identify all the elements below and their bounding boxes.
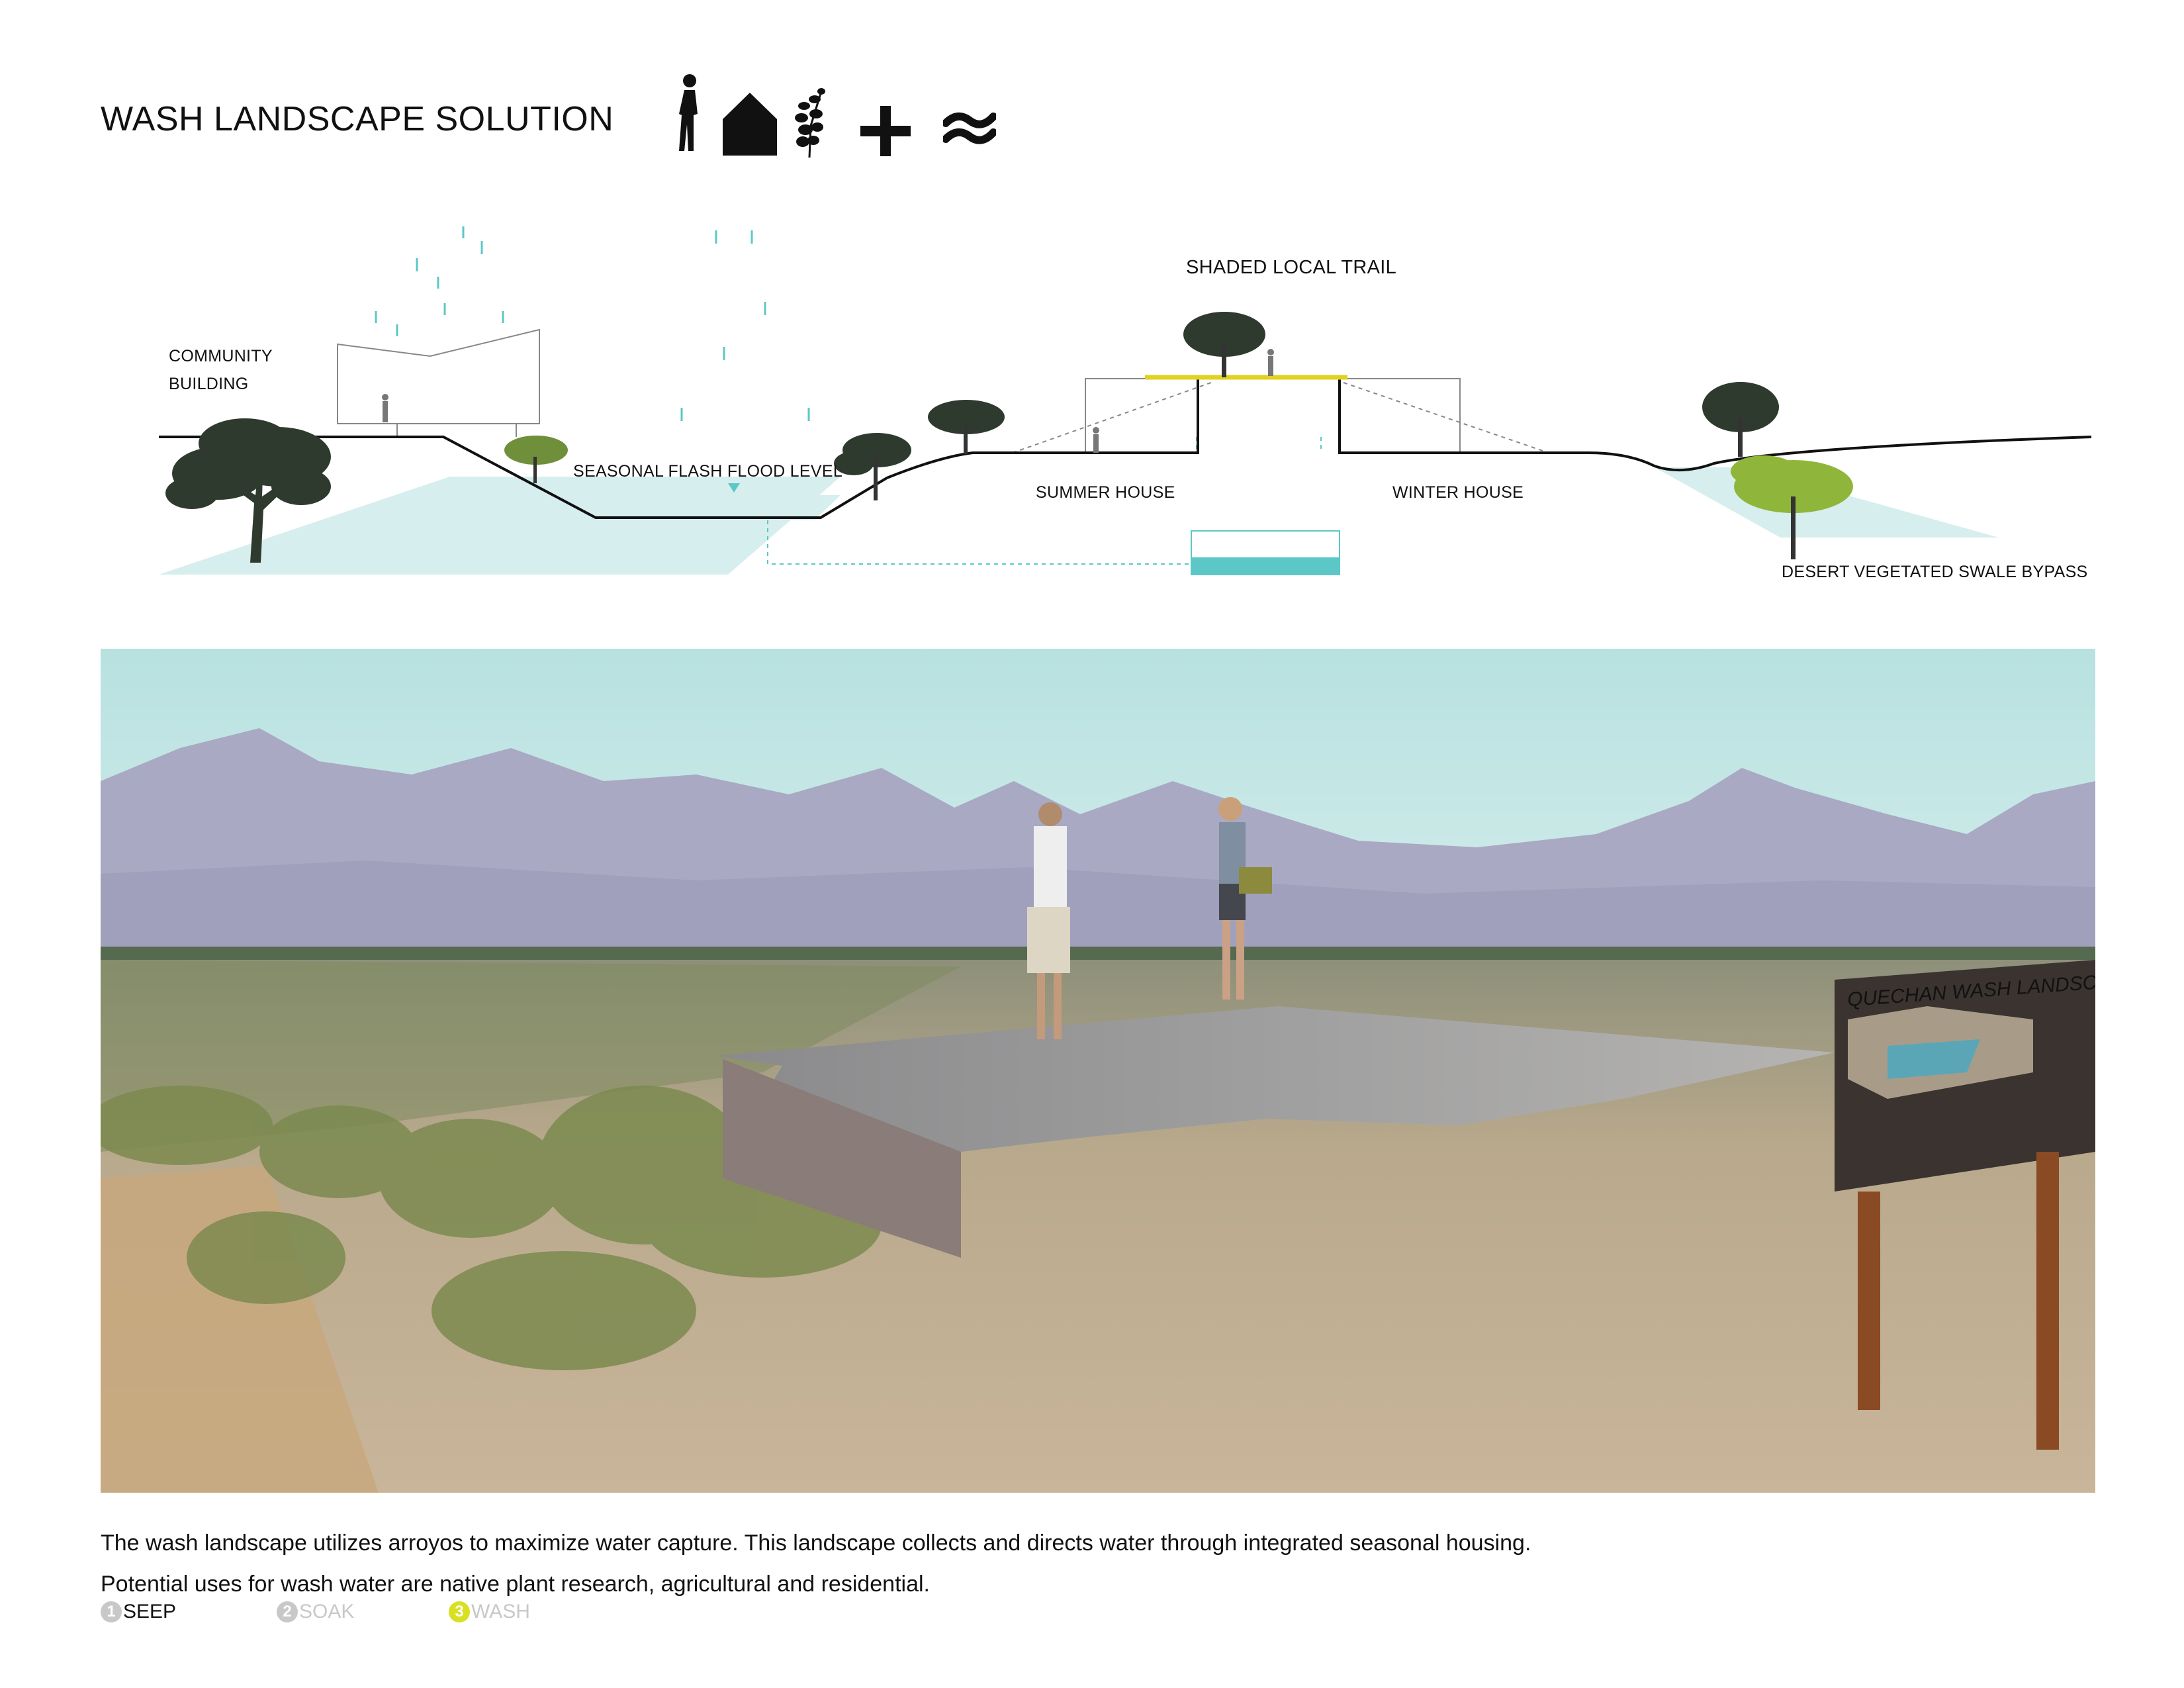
tree-left-large: [165, 418, 331, 563]
ground-line: [159, 379, 2092, 519]
step-wash[interactable]: 3 WASH: [449, 1601, 530, 1623]
step-number: 3: [449, 1601, 470, 1622]
person-icon: [679, 74, 698, 151]
house-icon: [723, 93, 777, 156]
approx-icon: [943, 113, 996, 144]
step-number: 2: [277, 1601, 298, 1622]
label-summer-house: SUMMER HOUSE: [1036, 483, 1175, 502]
rain-drops: [375, 226, 810, 421]
description-text: The wash landscape utilizes arroyos to m…: [101, 1530, 1531, 1597]
label-flood-level: SEASONAL FLASH FLOOD LEVEL: [573, 462, 843, 481]
step-number: 1: [101, 1601, 122, 1622]
label-winter-house: WINTER HOUSE: [1392, 483, 1524, 502]
person-hat: [1027, 802, 1070, 1039]
shrubs: [101, 1086, 882, 1370]
page-title: WASH LANDSCAPE SOLUTION: [101, 100, 614, 138]
label-swale-bypass: DESERT VEGETATED SWALE BYPASS: [1782, 563, 2088, 581]
step-label: SEEP: [123, 1601, 177, 1622]
tree-small-slope: [504, 436, 568, 483]
plant-icon: [795, 88, 825, 158]
plus-icon: [860, 106, 911, 156]
step-label: WASH: [471, 1601, 530, 1622]
flood-water: [549, 495, 841, 520]
label-shaded-trail: SHADED LOCAL TRAIL: [1186, 257, 1397, 278]
viewing-platform: [716, 1006, 1835, 1165]
step-seep[interactable]: 1 SEEP: [101, 1601, 176, 1623]
person-camera: [1218, 797, 1272, 1000]
label-community-building-2: BUILDING: [169, 375, 249, 393]
tree-right-top: [1702, 382, 1779, 457]
site-rendering: QUECHAN WASH LANDSCAPES: [101, 649, 2095, 1493]
path-left: [101, 1165, 379, 1493]
label-community-building-1: COMMUNITY: [169, 347, 273, 365]
step-soak[interactable]: 2 SOAK: [277, 1601, 354, 1623]
tree-trail: [1183, 312, 1265, 377]
step-label: SOAK: [299, 1601, 355, 1622]
tree-plateau: [928, 400, 1005, 454]
info-sign: QUECHAN WASH LANDSCAPES: [1835, 960, 2095, 1450]
platform-wall: [723, 1059, 961, 1258]
tree-slope-right: [834, 433, 911, 500]
section-diagram: COMMUNITY BUILDING SEASONAL FLASH FLOOD …: [0, 0, 2184, 596]
tree-swale: [1731, 455, 1853, 559]
